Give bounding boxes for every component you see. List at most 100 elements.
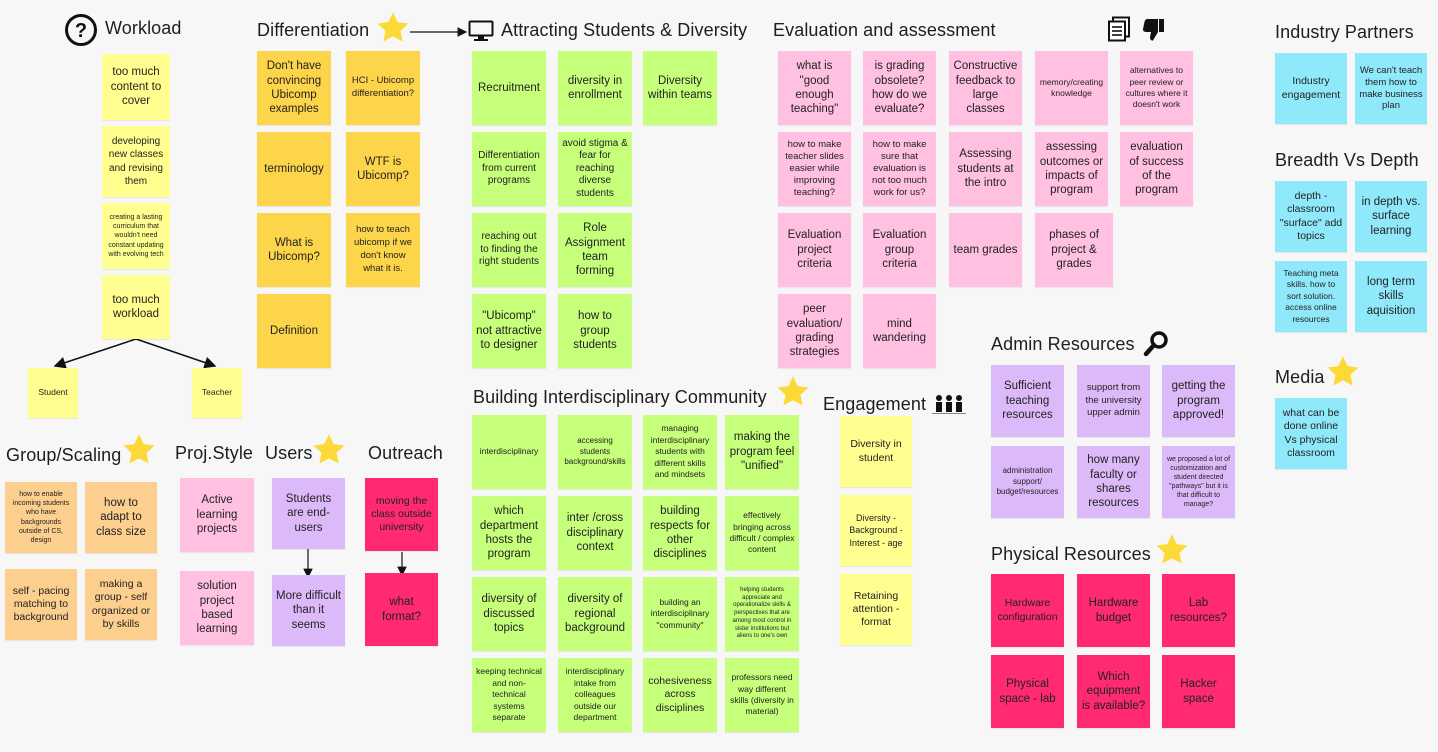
sticky-note[interactable]: moving the class outside university [365, 478, 438, 551]
section-title-differentiation: Differentiation [257, 20, 370, 40]
sticky-note[interactable]: depth - classroom "surface" add topics [1275, 181, 1347, 252]
svg-text:?: ? [75, 20, 87, 42]
sticky-note[interactable]: assessing outcomes or impacts of program [1035, 132, 1108, 206]
magnifier-icon [1143, 331, 1168, 357]
sticky-note[interactable]: Role Assignment team forming [558, 213, 632, 287]
sticky-note[interactable]: inter /cross disciplinary context [558, 496, 632, 570]
sticky-note[interactable]: we proposed a lot of customization and s… [1162, 446, 1235, 518]
section-title-evaluation: Evaluation and assessment [773, 20, 996, 40]
sticky-note[interactable]: creating a lasting curriculum that would… [102, 203, 170, 269]
star-icon [777, 376, 809, 406]
sticky-note[interactable]: how to group students [558, 294, 632, 368]
section-title-engagement: Engagement [823, 394, 927, 414]
sticky-note[interactable]: Hardware budget [1077, 574, 1150, 647]
sticky-note[interactable]: Active learning projects [180, 478, 254, 552]
sticky-note[interactable]: team grades [949, 213, 1022, 287]
sticky-note[interactable]: Evaluation project criteria [778, 213, 851, 287]
sticky-note[interactable]: diversity of discussed topics [472, 577, 546, 651]
sticky-note[interactable]: developing new classes and revising them [102, 126, 170, 197]
sticky-note[interactable]: Teaching meta skills. how to sort soluti… [1275, 261, 1347, 332]
sticky-note[interactable]: Diversity within teams [643, 51, 717, 125]
sticky-note[interactable]: solution project based learning [180, 571, 254, 645]
star-icon [377, 12, 409, 42]
sticky-note[interactable]: making a group - self organized or by sk… [85, 569, 157, 640]
sticky-note[interactable]: how to enable incoming students who have… [5, 482, 77, 553]
thumbs-down-icon [1142, 19, 1164, 41]
sticky-note[interactable]: getting the program approved! [1162, 365, 1235, 437]
sticky-note[interactable]: cohesiveness across disciplines [643, 658, 717, 732]
sticky-note[interactable]: support from the university upper admin [1077, 365, 1150, 437]
sticky-note[interactable]: Which equipment is available? [1077, 655, 1150, 728]
sticky-note[interactable]: diversity in enrollment [558, 51, 632, 125]
sticky-note[interactable]: what is "good enough teaching" [778, 51, 851, 125]
sticky-note[interactable]: Definition [257, 294, 331, 368]
sticky-note[interactable]: mind wandering [863, 294, 936, 368]
sticky-note-teacher[interactable]: Teacher [192, 368, 242, 418]
sticky-note[interactable]: memory/creating knowledge [1035, 51, 1108, 125]
sticky-note[interactable]: Evaluation group criteria [863, 213, 936, 287]
sticky-note[interactable]: self - pacing matching to background [5, 569, 77, 640]
sticky-note[interactable]: how to make sure that evaluation is not … [863, 132, 936, 206]
sticky-note[interactable]: Physical space - lab [991, 655, 1064, 728]
sticky-note[interactable]: Diversity - Background - Interest - age [840, 495, 912, 566]
sticky-note[interactable]: terminology [257, 132, 331, 206]
sticky-note[interactable]: what format? [365, 573, 438, 646]
sticky-note[interactable]: avoid stigma & fear for reaching diverse… [558, 132, 632, 206]
sticky-note[interactable]: "Ubicomp" not attractive to designer [472, 294, 546, 368]
sticky-note[interactable]: WTF is Ubicomp? [346, 132, 420, 206]
sticky-note[interactable]: Lab resources? [1162, 574, 1235, 647]
sticky-note[interactable]: too much workload [102, 275, 170, 339]
sticky-note[interactable]: accessing students background/skills [558, 415, 632, 489]
sticky-note[interactable]: Industry engagement [1275, 53, 1347, 124]
sticky-note[interactable]: What is Ubicomp? [257, 213, 331, 287]
sticky-note[interactable]: Don't have convincing Ubicomp examples [257, 51, 331, 125]
sticky-note[interactable]: helping students appreciate and operatio… [725, 577, 799, 651]
sticky-note[interactable]: Students are end-users [272, 478, 345, 549]
sticky-note[interactable]: building an interdisciplinary "community… [643, 577, 717, 651]
section-title-group-scaling: Group/Scaling [6, 445, 122, 465]
sticky-note[interactable]: peer evaluation/ grading strategies [778, 294, 851, 368]
sticky-note[interactable]: Retaining attention - format [840, 574, 912, 645]
sticky-note[interactable]: long term skills aquisition [1355, 261, 1427, 332]
people-icon [932, 395, 966, 414]
sticky-note[interactable]: keeping technical and non-technical syst… [472, 658, 546, 732]
sticky-note[interactable]: which department hosts the program [472, 496, 546, 570]
section-title-proj-style: Proj.Style [175, 443, 254, 463]
sticky-note[interactable]: managing interdisciplinary students with… [643, 415, 717, 489]
sticky-note[interactable]: building respects for other disciplines [643, 496, 717, 570]
sticky-note[interactable]: how to make teacher slides easier while … [778, 132, 851, 206]
sticky-note[interactable]: HCI - Ubicomp differentiation? [346, 51, 420, 125]
sticky-note[interactable]: phases of project & grades [1035, 213, 1113, 287]
sticky-note[interactable]: reaching out to finding the right studen… [472, 213, 546, 287]
sticky-note[interactable]: diversity of regional background [558, 577, 632, 651]
sticky-note[interactable]: Constructive feedback to large classes [949, 51, 1022, 125]
sticky-note[interactable]: in depth vs. surface learning [1355, 181, 1427, 252]
sticky-note[interactable]: administration support/ budget/resources [991, 446, 1064, 518]
sticky-note[interactable]: interdisciplinary intake from colleagues… [558, 658, 632, 732]
sticky-note[interactable]: Sufficient teaching resources [991, 365, 1064, 437]
sticky-note[interactable]: Diversity in student [840, 416, 912, 487]
sticky-note[interactable]: Assessing students at the intro [949, 132, 1022, 206]
sticky-note[interactable]: We can't teach them how to make business… [1355, 53, 1427, 124]
section-title-breadth: Breadth Vs Depth [1275, 150, 1419, 170]
sticky-note[interactable]: how to teach ubicomp if we don't know wh… [346, 213, 420, 287]
sticky-note[interactable]: effectively bringing across difficult / … [725, 496, 799, 570]
sticky-note[interactable]: Differentiation from current programs [472, 132, 546, 206]
sticky-note[interactable]: interdisciplinary [472, 415, 546, 489]
sticky-note[interactable]: evaluation of success of the program [1120, 132, 1193, 206]
section-title-workload: Workload [105, 18, 182, 38]
sticky-note[interactable]: what can be done online Vs physical clas… [1275, 398, 1347, 469]
sticky-note[interactable]: Hardware configuration [991, 574, 1064, 647]
section-title-physical: Physical Resources [991, 544, 1151, 564]
sticky-note[interactable]: how many faculty or shares resources [1077, 446, 1150, 518]
sticky-note[interactable]: how to adapt to class size [85, 482, 157, 553]
sticky-note[interactable]: Hacker space [1162, 655, 1235, 728]
sticky-note[interactable]: alternatives to peer review or cultures … [1120, 51, 1193, 125]
sticky-note[interactable]: Recruitment [472, 51, 546, 125]
sticky-note[interactable]: too much content to cover [102, 54, 170, 120]
sticky-note[interactable]: making the program feel "unified" [725, 415, 799, 489]
sticky-note-student[interactable]: Student [28, 368, 78, 418]
sticky-note[interactable]: More difficult than it seems [272, 575, 345, 646]
sticky-note[interactable]: professors need way different skills (di… [725, 658, 799, 732]
sticky-note[interactable]: is grading obsolete? how do we evaluate? [863, 51, 936, 125]
